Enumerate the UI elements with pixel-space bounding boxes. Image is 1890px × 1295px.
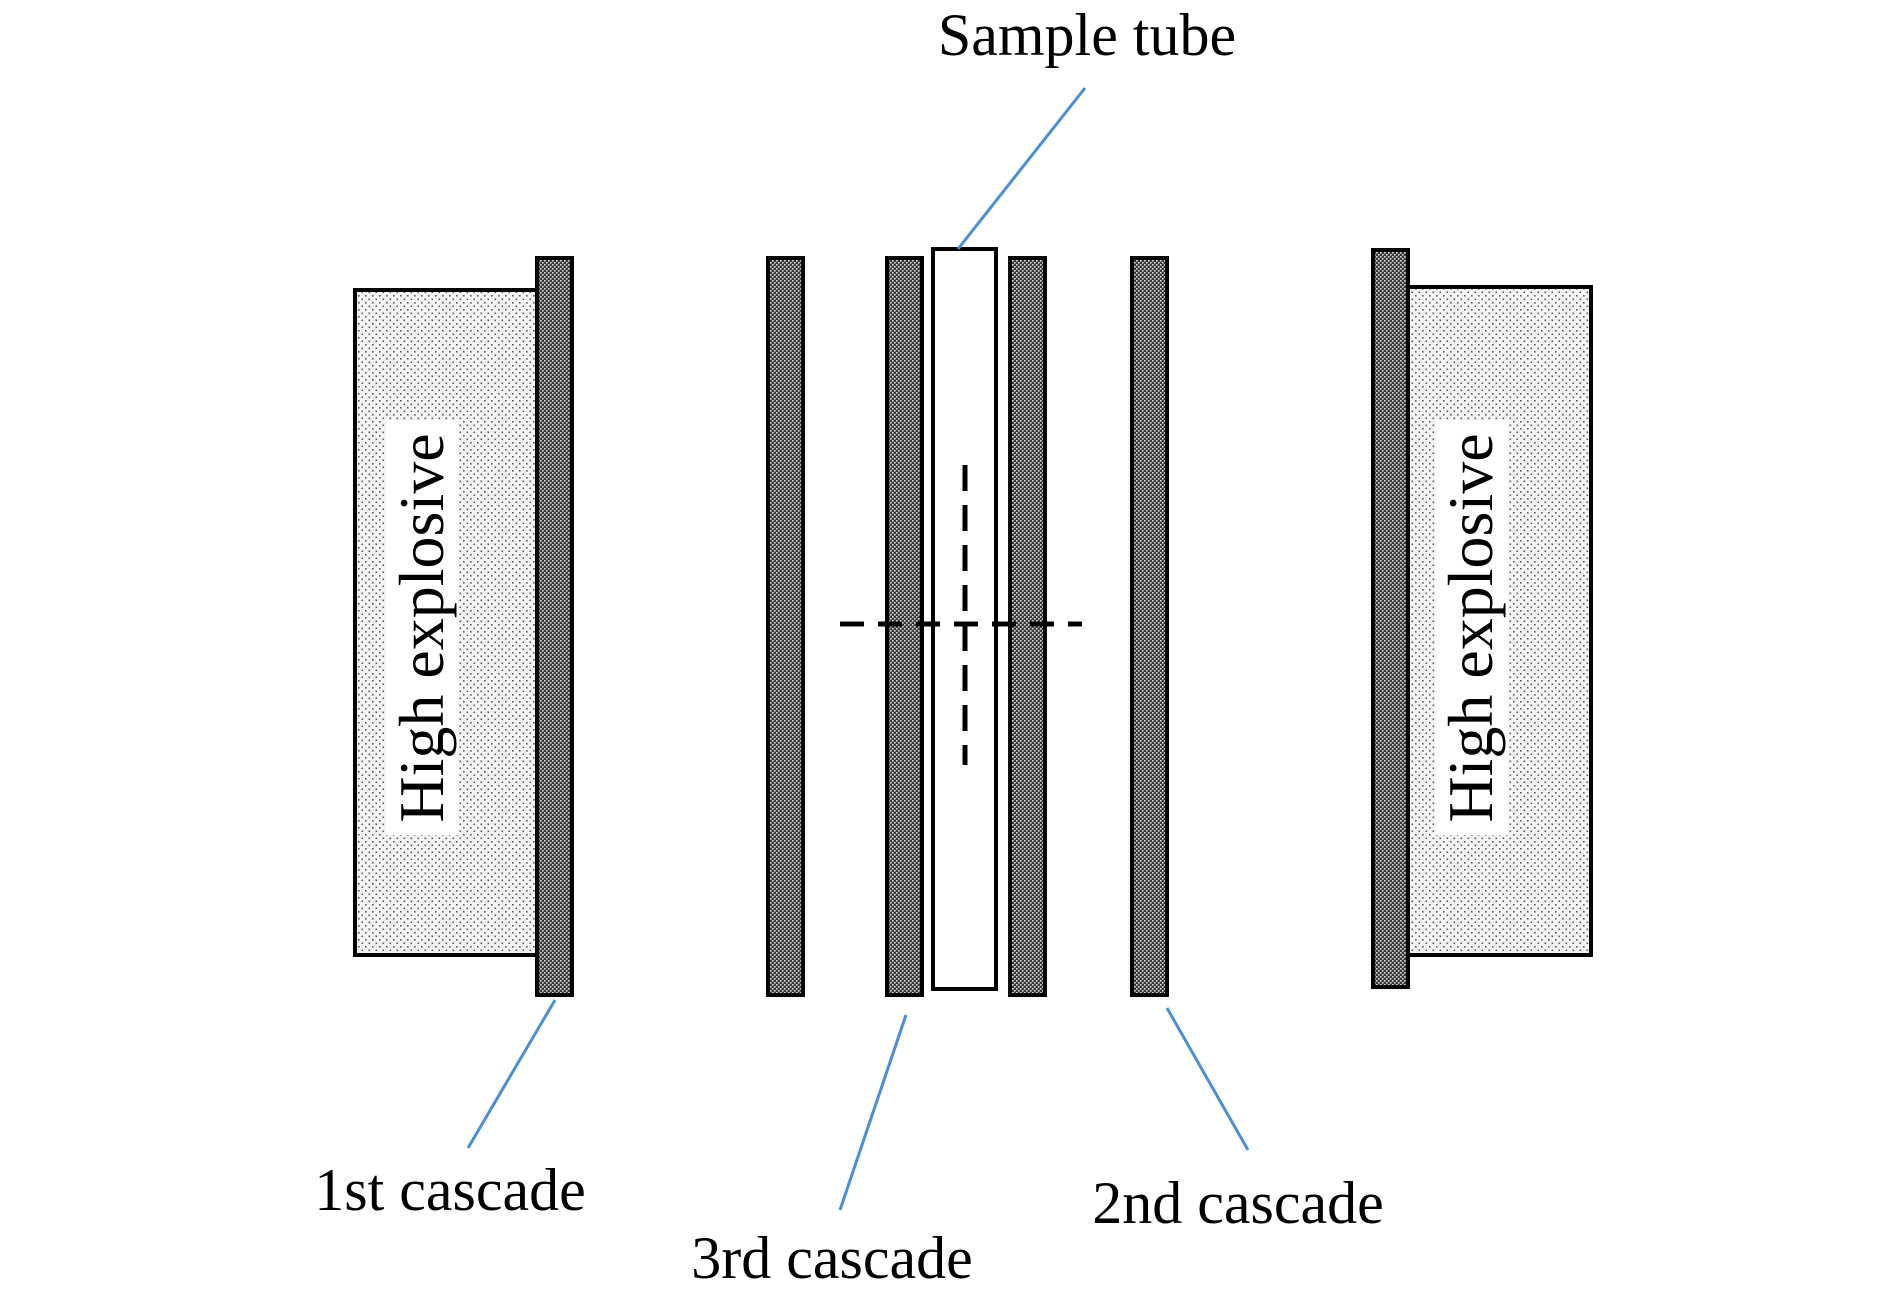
cascade-2-label: 2nd cascade <box>1092 1170 1384 1236</box>
sample-tube-label: Sample tube <box>938 2 1236 68</box>
cascade-2-plate-left <box>766 256 805 997</box>
cascade-1-leader <box>466 999 557 1149</box>
cascade-3-label: 3rd cascade <box>691 1225 972 1291</box>
high-explosive-right-label-bg <box>1436 420 1508 835</box>
cascade-3-leader <box>838 1014 908 1211</box>
sample-tube-leader <box>956 87 1087 250</box>
high-explosive-right-label: High explosive <box>1435 433 1506 822</box>
cascade-2-leader <box>1165 1007 1250 1151</box>
cascade-1-plate <box>535 256 574 997</box>
cascade-1-plate-right <box>1371 248 1410 989</box>
cascade-1-label: 1st cascade <box>314 1157 586 1223</box>
cascade-2-plate-right <box>1130 256 1169 997</box>
sample-tube <box>931 247 998 991</box>
high-explosive-left-label: High explosive <box>386 433 457 822</box>
high-explosive-left-label-bg <box>386 420 458 835</box>
